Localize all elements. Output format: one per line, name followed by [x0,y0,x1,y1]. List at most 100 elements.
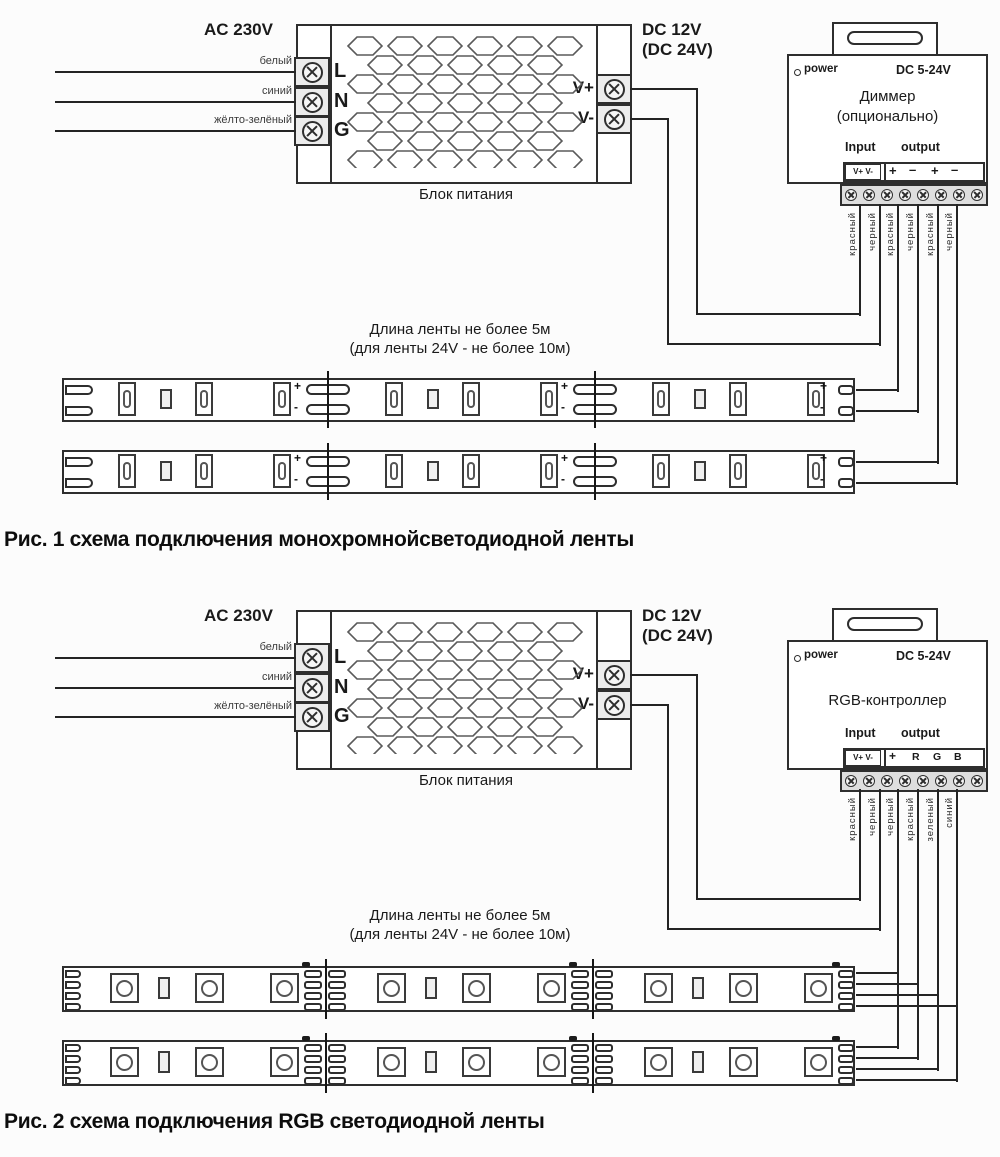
wire [937,789,939,1071]
fig1-power-label: power [804,63,838,75]
screw-icon [917,189,929,201]
rgb-led-module [729,1047,758,1077]
cut-pad [304,1055,322,1063]
fig1-psu-N-label: N [334,90,349,112]
cut-pad [328,1055,346,1063]
fig1-psu-terminal-N [294,87,330,117]
fig2-psu-terminal-G [294,702,330,732]
fig2-terminal-divider [884,748,886,768]
cut-line [327,443,329,500]
fig1-output-label: output [901,140,940,154]
led-chip [734,390,742,408]
fig2-power-label: power [804,649,838,661]
fig2-psu-caption: Блок питания [419,772,513,789]
fig1-psu-terminal-L [294,57,330,87]
output-pad [838,992,854,1000]
wire [856,1005,957,1007]
fig1-psu-inner-line-left [330,24,332,184]
cut-pad [304,1066,322,1074]
led-chip [468,1053,485,1071]
cut-pad [595,992,613,1000]
led-chip [467,462,475,480]
screw-icon [301,677,323,699]
wire [879,789,881,931]
output-pad [838,1044,854,1052]
screw-icon [301,647,323,669]
fig1-wirecolor-0: красный [847,212,858,256]
wire [55,657,296,659]
fig2-strip-note-line2: (для ленты 24V - не более 10м) [349,926,571,943]
fig2-psu-terminal-vminus [596,690,632,720]
screw-icon [971,775,983,787]
end-pad [65,457,93,467]
fig1-psu-terminal-vminus [596,104,632,134]
screw-icon [603,78,625,100]
rgb-led-module [110,1047,139,1077]
output-pad [838,1066,854,1074]
plus-mark: + [820,451,828,465]
led-module [118,454,136,488]
fig2-psu-G-label: G [334,705,350,727]
fig2-wire-label-yellowgreen: жёлто-зелёный [214,700,292,712]
cut-pad [595,1044,613,1052]
led-module [385,454,403,488]
fig1-out-terminal-3: – [951,162,959,177]
screw-icon [603,664,625,686]
rgb-led-module [804,1047,833,1077]
led-chip [810,1053,827,1071]
wire [697,313,860,315]
wire [859,789,861,901]
led-module [540,454,558,488]
fig2-wirecolor-0: красный [847,797,858,841]
resistor [427,389,439,409]
led-module [195,454,213,488]
screw-icon [301,91,323,113]
led-chip [650,1053,667,1071]
end-pad [65,385,93,395]
cut-line [327,371,329,428]
fig1-dc-label-line2: (DC 24V) [642,40,713,59]
cut-pad [328,1077,346,1085]
led-chip [545,390,553,408]
minus-mark: - [294,472,298,486]
fig1-wire-label-yellowgreen: жёлто-зелёный [214,114,292,126]
resistor [694,461,706,481]
cut-pad [595,1077,613,1085]
output-pad [838,981,854,989]
fig2-wirecolor-4: зеленый [925,797,936,842]
fig1-out-terminal-0: + [889,163,897,178]
connector-mark [832,962,840,967]
cut-pad [304,1044,322,1052]
rgb-led-module [462,973,491,1003]
connector-mark [832,1036,840,1041]
rgb-led-module [195,973,224,1003]
fig2-psu-terminal-vplus [596,660,632,690]
cut-pad [571,970,589,978]
led-chip [123,390,131,408]
cut-pad [571,1066,589,1074]
led-chip [650,979,667,997]
rgb-led-module [110,973,139,1003]
screw-icon [301,120,323,142]
led-chip [201,979,218,997]
fig1-strip-note-line2: (для ленты 24V - не более 10м) [349,340,571,357]
resistor [158,977,170,999]
minus-mark: - [294,400,298,414]
led-module [540,382,558,416]
wire [856,482,957,484]
wire [630,118,668,120]
cut-pad [304,992,322,1000]
led-chip [390,390,398,408]
fig1-out-terminal-1: – [909,162,917,177]
rgb-led-module [377,973,406,1003]
resistor [425,977,437,999]
connector-mark [302,962,310,967]
led-chip [734,462,742,480]
resistor [692,977,704,999]
wire [856,1046,898,1048]
screw-icon [899,189,911,201]
fig1-wirecolor-3: черный [905,212,916,251]
end-pad [65,478,93,488]
wire [667,118,669,345]
end-pad [65,970,81,978]
